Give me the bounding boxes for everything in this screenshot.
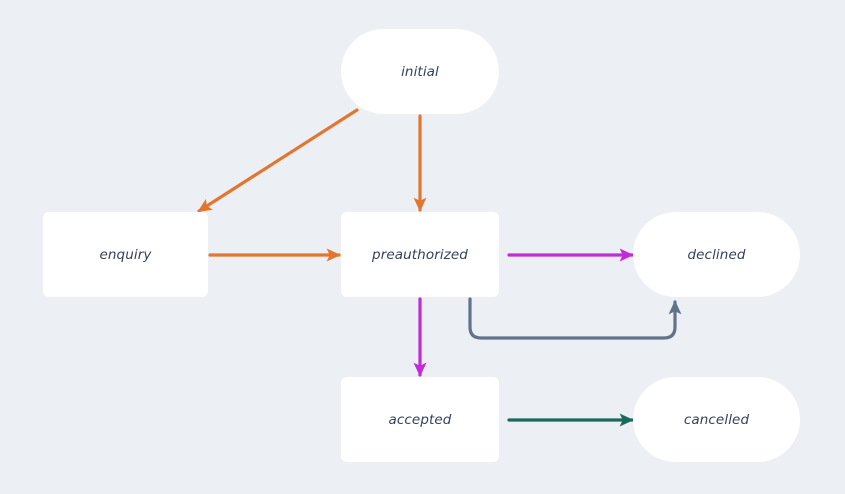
edge-preauthorized-loop-declined (468, 297, 682, 340)
state-label-accepted: accepted (388, 411, 452, 428)
state-label-cancelled: cancelled (683, 411, 750, 428)
state-label-declined: declined (687, 246, 746, 263)
state-node-initial[interactable]: initial (341, 29, 499, 114)
state-node-declined[interactable]: declined (633, 212, 800, 297)
state-label-enquiry: enquiry (99, 246, 152, 263)
state-node-accepted[interactable]: accepted (341, 377, 499, 462)
state-node-cancelled[interactable]: cancelled (633, 377, 800, 462)
state-node-preauthorized[interactable]: preauthorized (341, 212, 499, 297)
state-node-enquiry[interactable]: enquiry (43, 212, 208, 297)
edge-initial-to-enquiry (197, 108, 359, 213)
state-label-preauthorized: preauthorized (372, 246, 468, 263)
state-label-initial: initial (401, 63, 439, 80)
